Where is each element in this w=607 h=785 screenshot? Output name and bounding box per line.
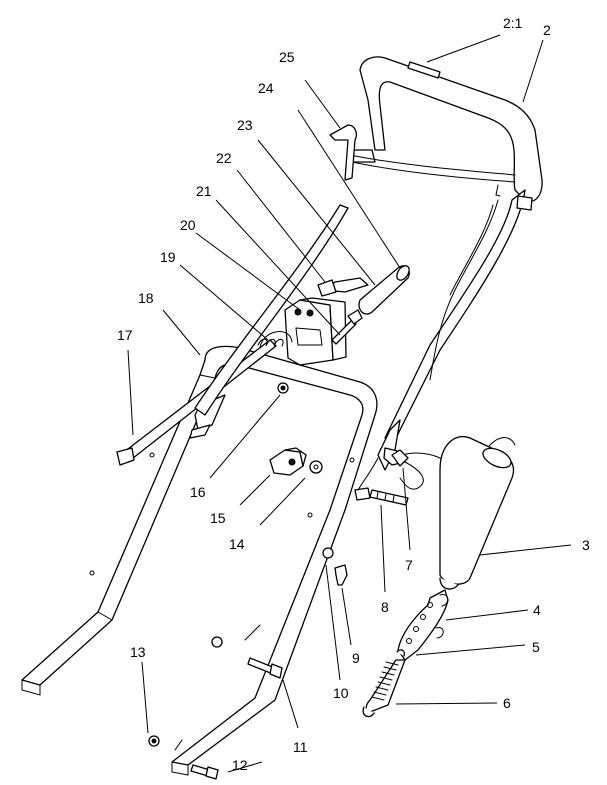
rod-assembly <box>116 204 369 466</box>
callout-15: 15 <box>210 510 226 526</box>
callout-2-1: 2:1 <box>503 15 523 31</box>
callout-22: 22 <box>216 150 232 166</box>
callout-16: 16 <box>190 484 206 500</box>
callout-3: 3 <box>582 537 590 553</box>
pin-8 <box>369 489 409 506</box>
nut-16 <box>277 382 289 394</box>
callout-14: 14 <box>229 536 245 552</box>
callout-17: 17 <box>117 327 133 343</box>
leader-lines <box>127 34 572 773</box>
callout-5: 5 <box>532 639 540 655</box>
callout-21: 21 <box>196 183 212 199</box>
bolt-12 <box>190 764 219 780</box>
callout-11: 11 <box>293 739 308 755</box>
screw-9 <box>322 547 348 586</box>
roller <box>317 265 410 315</box>
callout-25: 25 <box>279 49 295 65</box>
nut-13 <box>148 735 160 747</box>
bail <box>329 124 357 181</box>
callout-9: 9 <box>352 650 360 666</box>
pivot-block <box>269 447 323 476</box>
spring-19 <box>257 331 293 349</box>
callout-4: 4 <box>533 602 541 618</box>
callout-10: 10 <box>333 685 349 701</box>
callout-2: 2 <box>543 22 551 38</box>
bolt-21 <box>331 309 363 345</box>
callout-6: 6 <box>503 695 511 711</box>
callout-12: 12 <box>232 757 248 773</box>
callout-13: 13 <box>130 644 146 660</box>
callout-7: 7 <box>405 557 413 573</box>
callout-19: 19 <box>160 249 176 265</box>
upper-handle <box>349 56 543 501</box>
callout-24: 24 <box>258 80 274 96</box>
callout-labels: 2:1 2 25 24 23 22 21 20 19 18 17 16 15 1… <box>117 15 590 773</box>
bolt-11 <box>211 636 283 679</box>
grip-and-spring-group <box>362 435 515 718</box>
clip-7 <box>391 449 409 467</box>
callout-8: 8 <box>381 599 389 615</box>
callout-23: 23 <box>237 117 253 133</box>
callout-18: 18 <box>138 290 154 306</box>
bracket-plate <box>284 297 347 366</box>
callout-20: 20 <box>180 217 196 233</box>
